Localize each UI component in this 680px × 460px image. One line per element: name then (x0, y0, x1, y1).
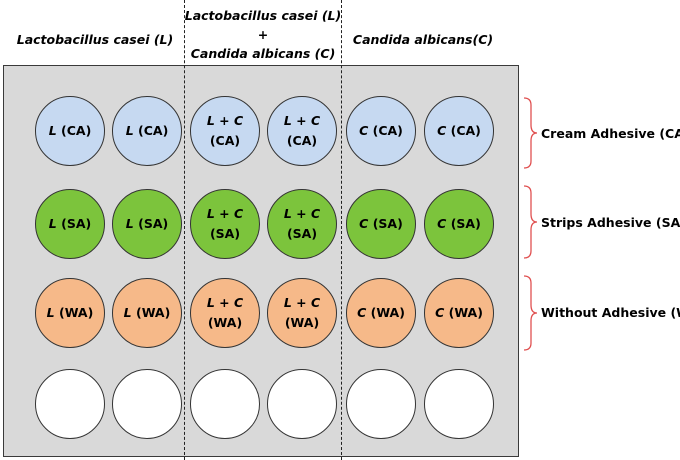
well-l-sa-1: L (SA) (35, 189, 105, 259)
well-lc-sa-1: L + C(SA) (190, 189, 260, 259)
column-header-mixed: Lactobacillus casei (L) + Candida albica… (183, 4, 343, 66)
well-l-ca-2: L (CA) (112, 96, 182, 166)
well-c-ca-2: C (CA) (424, 96, 494, 166)
well-l-ca-1: L (CA) (35, 96, 105, 166)
empty-well-4 (267, 369, 337, 439)
column-header-lactobacillus: Lactobacillus casei (L) (15, 29, 175, 51)
column-header-text: Candida albicans(C) (352, 32, 494, 47)
empty-well-5 (346, 369, 416, 439)
empty-well-3 (190, 369, 260, 439)
well-lc-sa-2: L + C(SA) (267, 189, 337, 259)
well-c-wa-1: C (WA) (346, 278, 416, 348)
well-l-wa-2: L (WA) (112, 278, 182, 348)
well-c-sa-2: C (SA) (424, 189, 494, 259)
dashed-divider-right (341, 0, 342, 460)
column-header-text: Lactobacillus casei (L) (16, 32, 174, 47)
column-header-candida: Candida albicans(C) (343, 29, 503, 51)
empty-well-6 (424, 369, 494, 439)
well-lc-wa-1: L + C(WA) (190, 278, 260, 348)
brace-strips-adhesive (523, 185, 538, 259)
brace-cream-adhesive (523, 97, 538, 169)
well-l-wa-1: L (WA) (35, 278, 105, 348)
well-c-ca-1: C (CA) (346, 96, 416, 166)
well-lc-ca-2: L + C(CA) (267, 96, 337, 166)
well-l-sa-2: L (SA) (112, 189, 182, 259)
row-label-cream-adhesive: Cream Adhesive (CA) (541, 126, 680, 141)
brace-without-adhesive (523, 275, 538, 351)
plus-sign: + (257, 27, 269, 42)
well-lc-wa-2: L + C(WA) (267, 278, 337, 348)
row-label-strips-adhesive: Strips Adhesive (SA) (541, 215, 680, 230)
well-lc-ca-1: L + C(CA) (190, 96, 260, 166)
well-c-sa-1: C (SA) (346, 189, 416, 259)
column-header-line1: Lactobacillus casei (L) (184, 8, 342, 23)
empty-well-2 (112, 369, 182, 439)
row-label-without-adhesive: Without Adhesive (WA) (541, 305, 680, 320)
well-c-wa-2: C (WA) (424, 278, 494, 348)
dashed-divider-left (184, 0, 185, 460)
column-header-line2: Candida albicans (C) (190, 46, 336, 61)
empty-well-1 (35, 369, 105, 439)
